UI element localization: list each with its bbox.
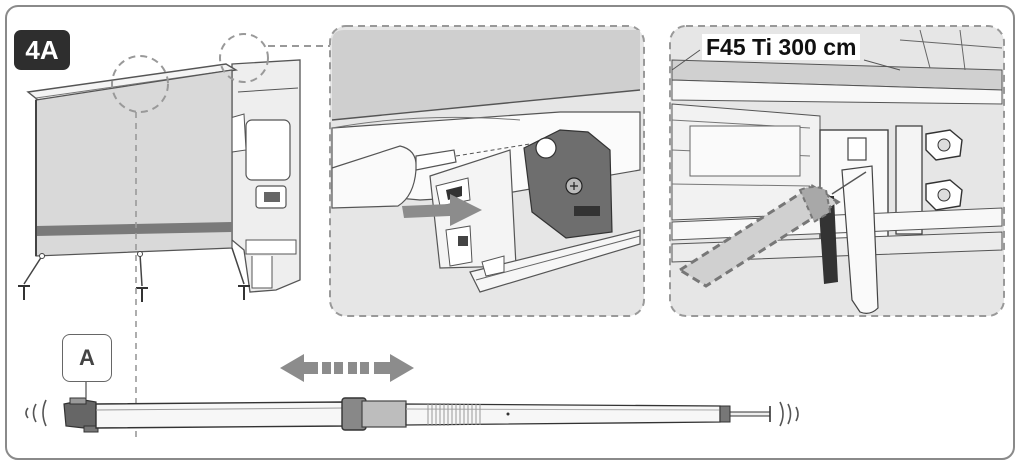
motion-arrow-icon (280, 354, 414, 382)
telescopic-pole (25, 380, 799, 433)
detail-panel-bracket (329, 25, 645, 317)
zoom-circle-corner (219, 33, 269, 83)
sound-waves-icon (779, 401, 799, 427)
part-label-a: A (62, 334, 112, 382)
overview-vehicle (229, 59, 301, 293)
detail-panel-fitting (669, 25, 1005, 317)
insert-arrow-icon (402, 194, 482, 226)
overview-awning (18, 63, 250, 302)
zoom-circle-center (111, 55, 169, 113)
model-label: F45 Ti 300 cm (702, 34, 861, 60)
sound-waves-icon (25, 399, 47, 427)
step-badge: 4A (14, 30, 70, 70)
